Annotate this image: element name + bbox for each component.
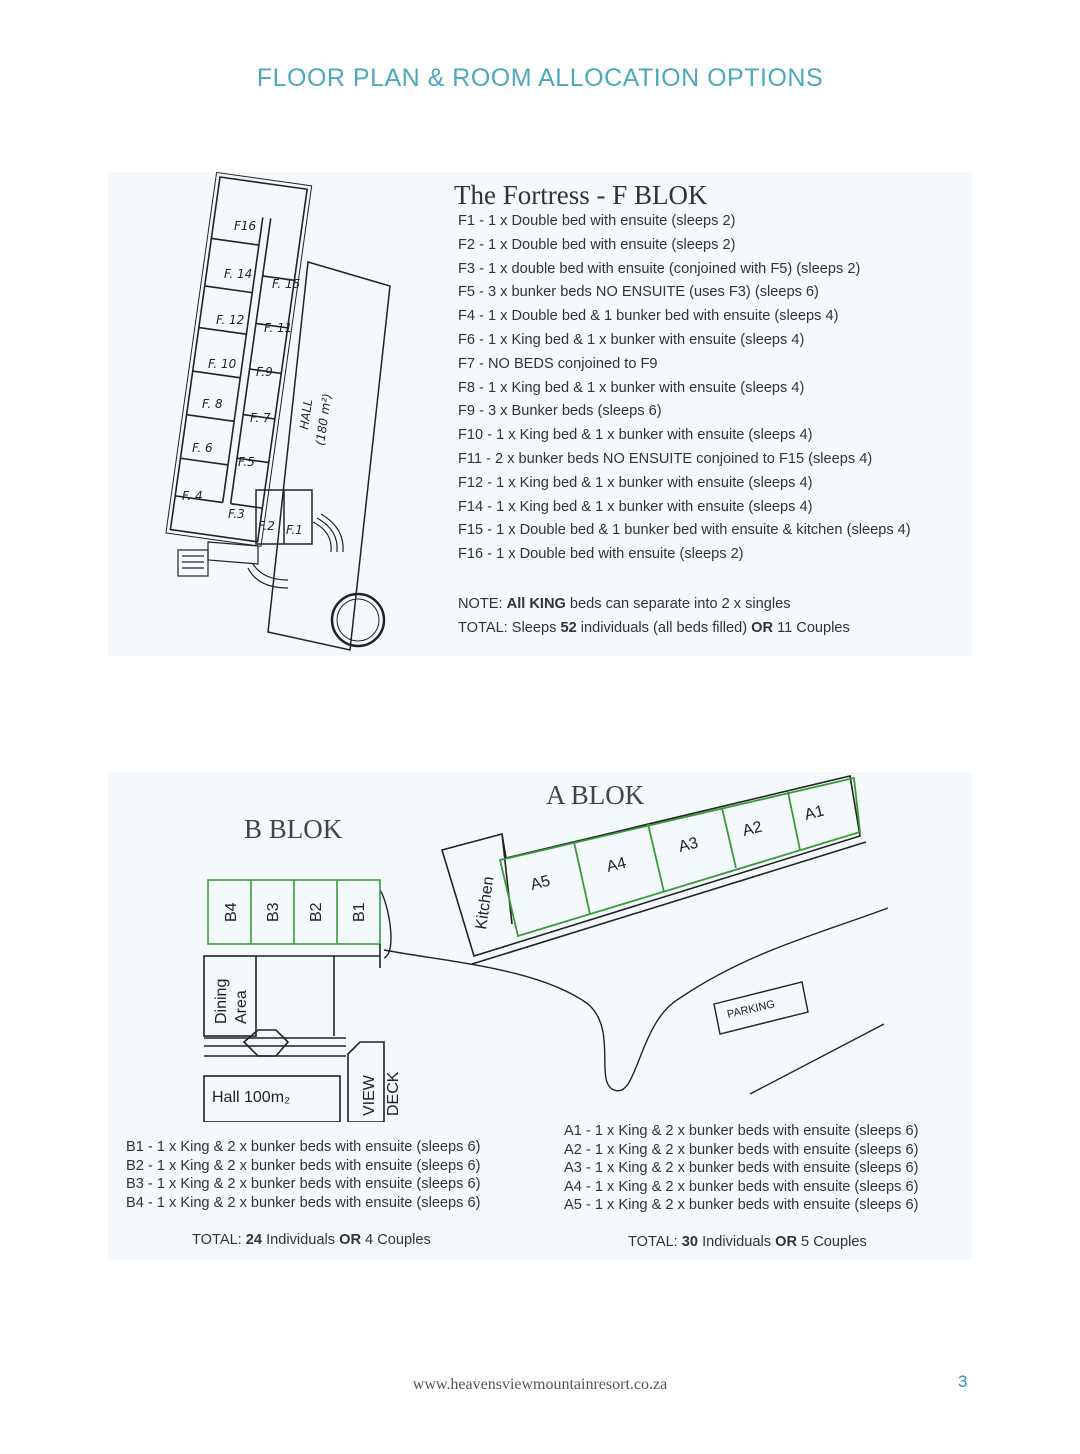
note-suffix: beds can separate into 2 x singles — [565, 596, 791, 612]
plan-label-hall-size: (180 m²) — [313, 392, 334, 446]
list-item: F11 - 2 x bunker beds NO ENSUITE conjoin… — [458, 450, 873, 467]
plan-label-f12: F. 12 — [216, 313, 244, 327]
note-prefix: NOTE: — [458, 596, 507, 612]
total-middle: Individuals — [262, 1232, 340, 1248]
plan-label-b3: B3 — [265, 902, 282, 922]
plan-label-kitchen: Kitchen — [473, 875, 497, 930]
f-blok-heading: The Fortress - F BLOK — [454, 180, 708, 210]
plan-label-a1: A1 — [803, 803, 826, 824]
plan-label-f14: F. 14 — [224, 267, 252, 281]
plan-label-f10: F. 10 — [208, 357, 237, 371]
plan-label-deck: DECK — [385, 1071, 402, 1116]
plan-label-dining: Dining — [213, 979, 230, 1024]
list-item: F16 - 1 x Double bed with ensuite (sleep… — [458, 546, 744, 563]
plan-label-b1: B1 — [351, 902, 368, 922]
plan-label-a2: A2 — [741, 819, 764, 840]
list-item: F10 - 1 x King bed & 1 x bunker with ens… — [458, 427, 813, 444]
plan-label-f8: F. 8 — [202, 397, 223, 411]
total-count: 30 — [681, 1234, 699, 1250]
plan-label-f2: F.2 — [258, 519, 275, 533]
plan-label-a3: A3 — [677, 835, 700, 856]
plan-label-f3: F.3 — [228, 507, 245, 521]
total-suffix: 5 Couples — [797, 1234, 867, 1250]
plan-label-f11: F. 11 — [264, 321, 292, 335]
plan-label-parking: PARKING — [726, 998, 776, 1021]
footer-url[interactable]: www.heavensviewmountainresort.co.za — [412, 1376, 668, 1393]
list-item: F5 - 3 x bunker beds NO ENSUITE (uses F3… — [458, 284, 819, 301]
list-item: F4 - 1 x Double bed & 1 bunker bed with … — [458, 308, 839, 325]
page-number: 3 — [958, 1372, 968, 1391]
plan-label-hall: Hall 100m₂ — [212, 1089, 290, 1106]
total-prefix: TOTAL: — [192, 1232, 246, 1248]
list-item: F14 - 1 x King bed & 1 x bunker with ens… — [458, 498, 813, 515]
list-item: F1 - 1 x Double bed with ensuite (sleeps… — [458, 213, 736, 229]
plan-label-hall: HALL — [297, 398, 315, 430]
f-blok-floor-plan: F16 F. 14 F. 12 F. 10 F. 8 F. 6 F. 4 F. … — [165, 172, 391, 651]
list-item: A1 - 1 x King & 2 x bunker beds with ens… — [564, 1123, 919, 1139]
b-blok-room-list: B1 - 1 x King & 2 x bunker beds with ens… — [126, 1138, 481, 1212]
plan-label-f15: F. 15 — [272, 277, 300, 291]
plan-label-f4: F. 4 — [182, 489, 203, 503]
plan-label-f16: F16 — [234, 219, 257, 233]
a-blok-total: TOTAL: 30 Individuals OR 5 Couples — [628, 1234, 867, 1250]
list-item: A3 - 1 x King & 2 x bunker beds with ens… — [564, 1160, 919, 1177]
list-item: A2 - 1 x King & 2 x bunker beds with ens… — [564, 1141, 919, 1158]
ab-blok-floor-plan: A1 A2 A3 A4 A5 Kitchen PARKING B4 B3 B2 … — [203, 775, 889, 1122]
plan-label-b4: B4 — [223, 902, 240, 922]
plan-label-area: Area — [233, 990, 250, 1024]
total-prefix: TOTAL: — [628, 1234, 682, 1250]
plan-label-view: VIEW — [361, 1074, 378, 1116]
f-blok-total: TOTAL: Sleeps 52 individuals (all beds f… — [458, 616, 850, 640]
plan-label-f6: F. 6 — [192, 441, 213, 455]
plan-label-f7: F. 7 — [250, 411, 271, 425]
list-item: B4 - 1 x King & 2 x bunker beds with ens… — [126, 1194, 481, 1211]
note-bold: All KING — [506, 596, 566, 612]
total-or: OR — [339, 1232, 361, 1248]
a-blok-heading: A BLOK — [546, 780, 645, 810]
page-title: FLOOR PLAN & ROOM ALLOCATION OPTIONS — [256, 64, 824, 92]
list-item: F12 - 1 x King bed & 1 x bunker with ens… — [458, 474, 813, 491]
list-item: A5 - 1 x King & 2 x bunker beds with ens… — [564, 1197, 919, 1214]
total-suffix: 11 Couples — [773, 620, 850, 636]
list-item: B3 - 1 x King & 2 x bunker beds with ens… — [126, 1176, 481, 1193]
total-count: 52 — [560, 620, 577, 636]
f-blok-panel: F16 F. 14 F. 12 F. 10 F. 8 F. 6 F. 4 F. … — [108, 172, 972, 656]
total-count: 24 — [245, 1232, 263, 1248]
total-or: OR — [751, 620, 774, 636]
b-blok-heading: B BLOK — [244, 814, 343, 844]
total-prefix: TOTAL: Sleeps — [458, 620, 561, 636]
list-item: F9 - 3 x Bunker beds (sleeps 6) — [458, 403, 662, 420]
total-or: OR — [775, 1234, 797, 1250]
plan-label-b2: B2 — [308, 902, 325, 922]
a-blok-room-list: A1 - 1 x King & 2 x bunker beds with ens… — [564, 1122, 919, 1215]
list-item: F6 - 1 x King bed & 1 x bunker with ensu… — [458, 331, 805, 348]
total-suffix: 4 Couples — [361, 1232, 431, 1248]
ab-blok-panel: A1 A2 A3 A4 A5 Kitchen PARKING B4 B3 B2 … — [108, 772, 972, 1260]
list-item: B1 - 1 x King & 2 x bunker beds with ens… — [126, 1139, 481, 1155]
plan-label-f5: F.5 — [238, 455, 255, 469]
list-item: F15 - 1 x Double bed & 1 bunker bed with… — [458, 522, 911, 539]
list-item: F3 - 1 x double bed with ensuite (conjoi… — [458, 260, 861, 277]
f-blok-room-list: F1 - 1 x Double bed with ensuite (sleeps… — [458, 210, 911, 567]
plan-label-a5: A5 — [529, 873, 552, 894]
list-item: F7 - NO BEDS conjoined to F9 — [458, 355, 658, 372]
plan-label-f9: F.9 — [256, 365, 273, 379]
f-blok-notes: NOTE: All KING beds can separate into 2 … — [458, 592, 850, 640]
f-blok-note: NOTE: All KING beds can separate into 2 … — [458, 592, 850, 616]
b-blok-total: TOTAL: 24 Individuals OR 4 Couples — [192, 1232, 431, 1248]
plan-label-a4: A4 — [605, 855, 628, 876]
list-item: B2 - 1 x King & 2 x bunker beds with ens… — [126, 1157, 481, 1174]
plan-label-f1: F.1 — [286, 523, 303, 537]
total-middle: Individuals — [698, 1234, 776, 1250]
total-middle: individuals (all beds filled) — [576, 620, 752, 636]
list-item: F8 - 1 x King bed & 1 x bunker with ensu… — [458, 379, 805, 396]
list-item: A4 - 1 x King & 2 x bunker beds with ens… — [564, 1178, 919, 1195]
list-item: F2 - 1 x Double bed with ensuite (sleeps… — [458, 236, 736, 253]
